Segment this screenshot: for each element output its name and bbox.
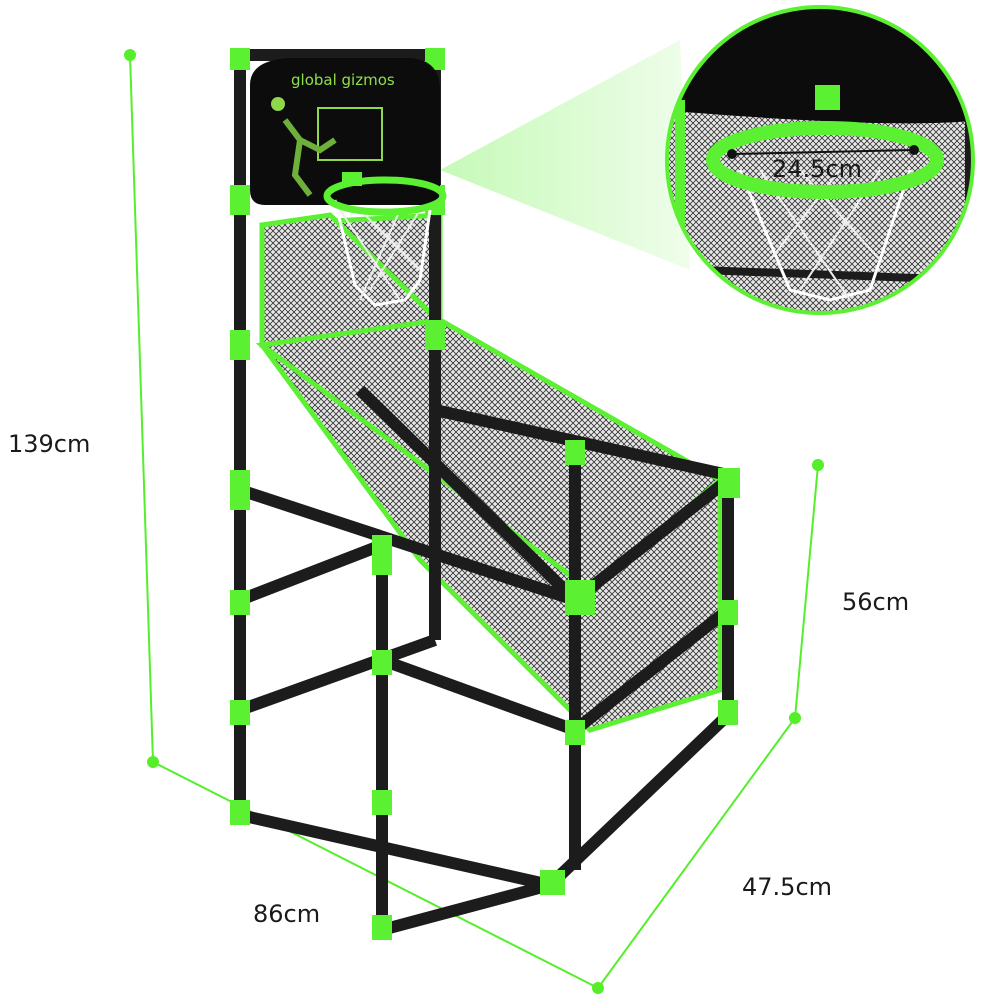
depth-label: 47.5cm <box>742 873 833 901</box>
brand-logo: global gizmos <box>291 71 395 89</box>
hoop-diameter-label: 24.5cm <box>772 155 863 183</box>
dimension-lines <box>124 49 824 994</box>
zoom-beam <box>440 40 690 270</box>
ball-return-net <box>255 212 725 733</box>
front-height-label: 56cm <box>842 588 910 616</box>
height-label: 139cm <box>8 430 91 458</box>
backboard <box>250 58 440 205</box>
frame <box>230 48 740 940</box>
hoop-closeup-inset <box>665 5 975 315</box>
hoop <box>323 172 447 307</box>
width-label: 86cm <box>253 900 321 928</box>
